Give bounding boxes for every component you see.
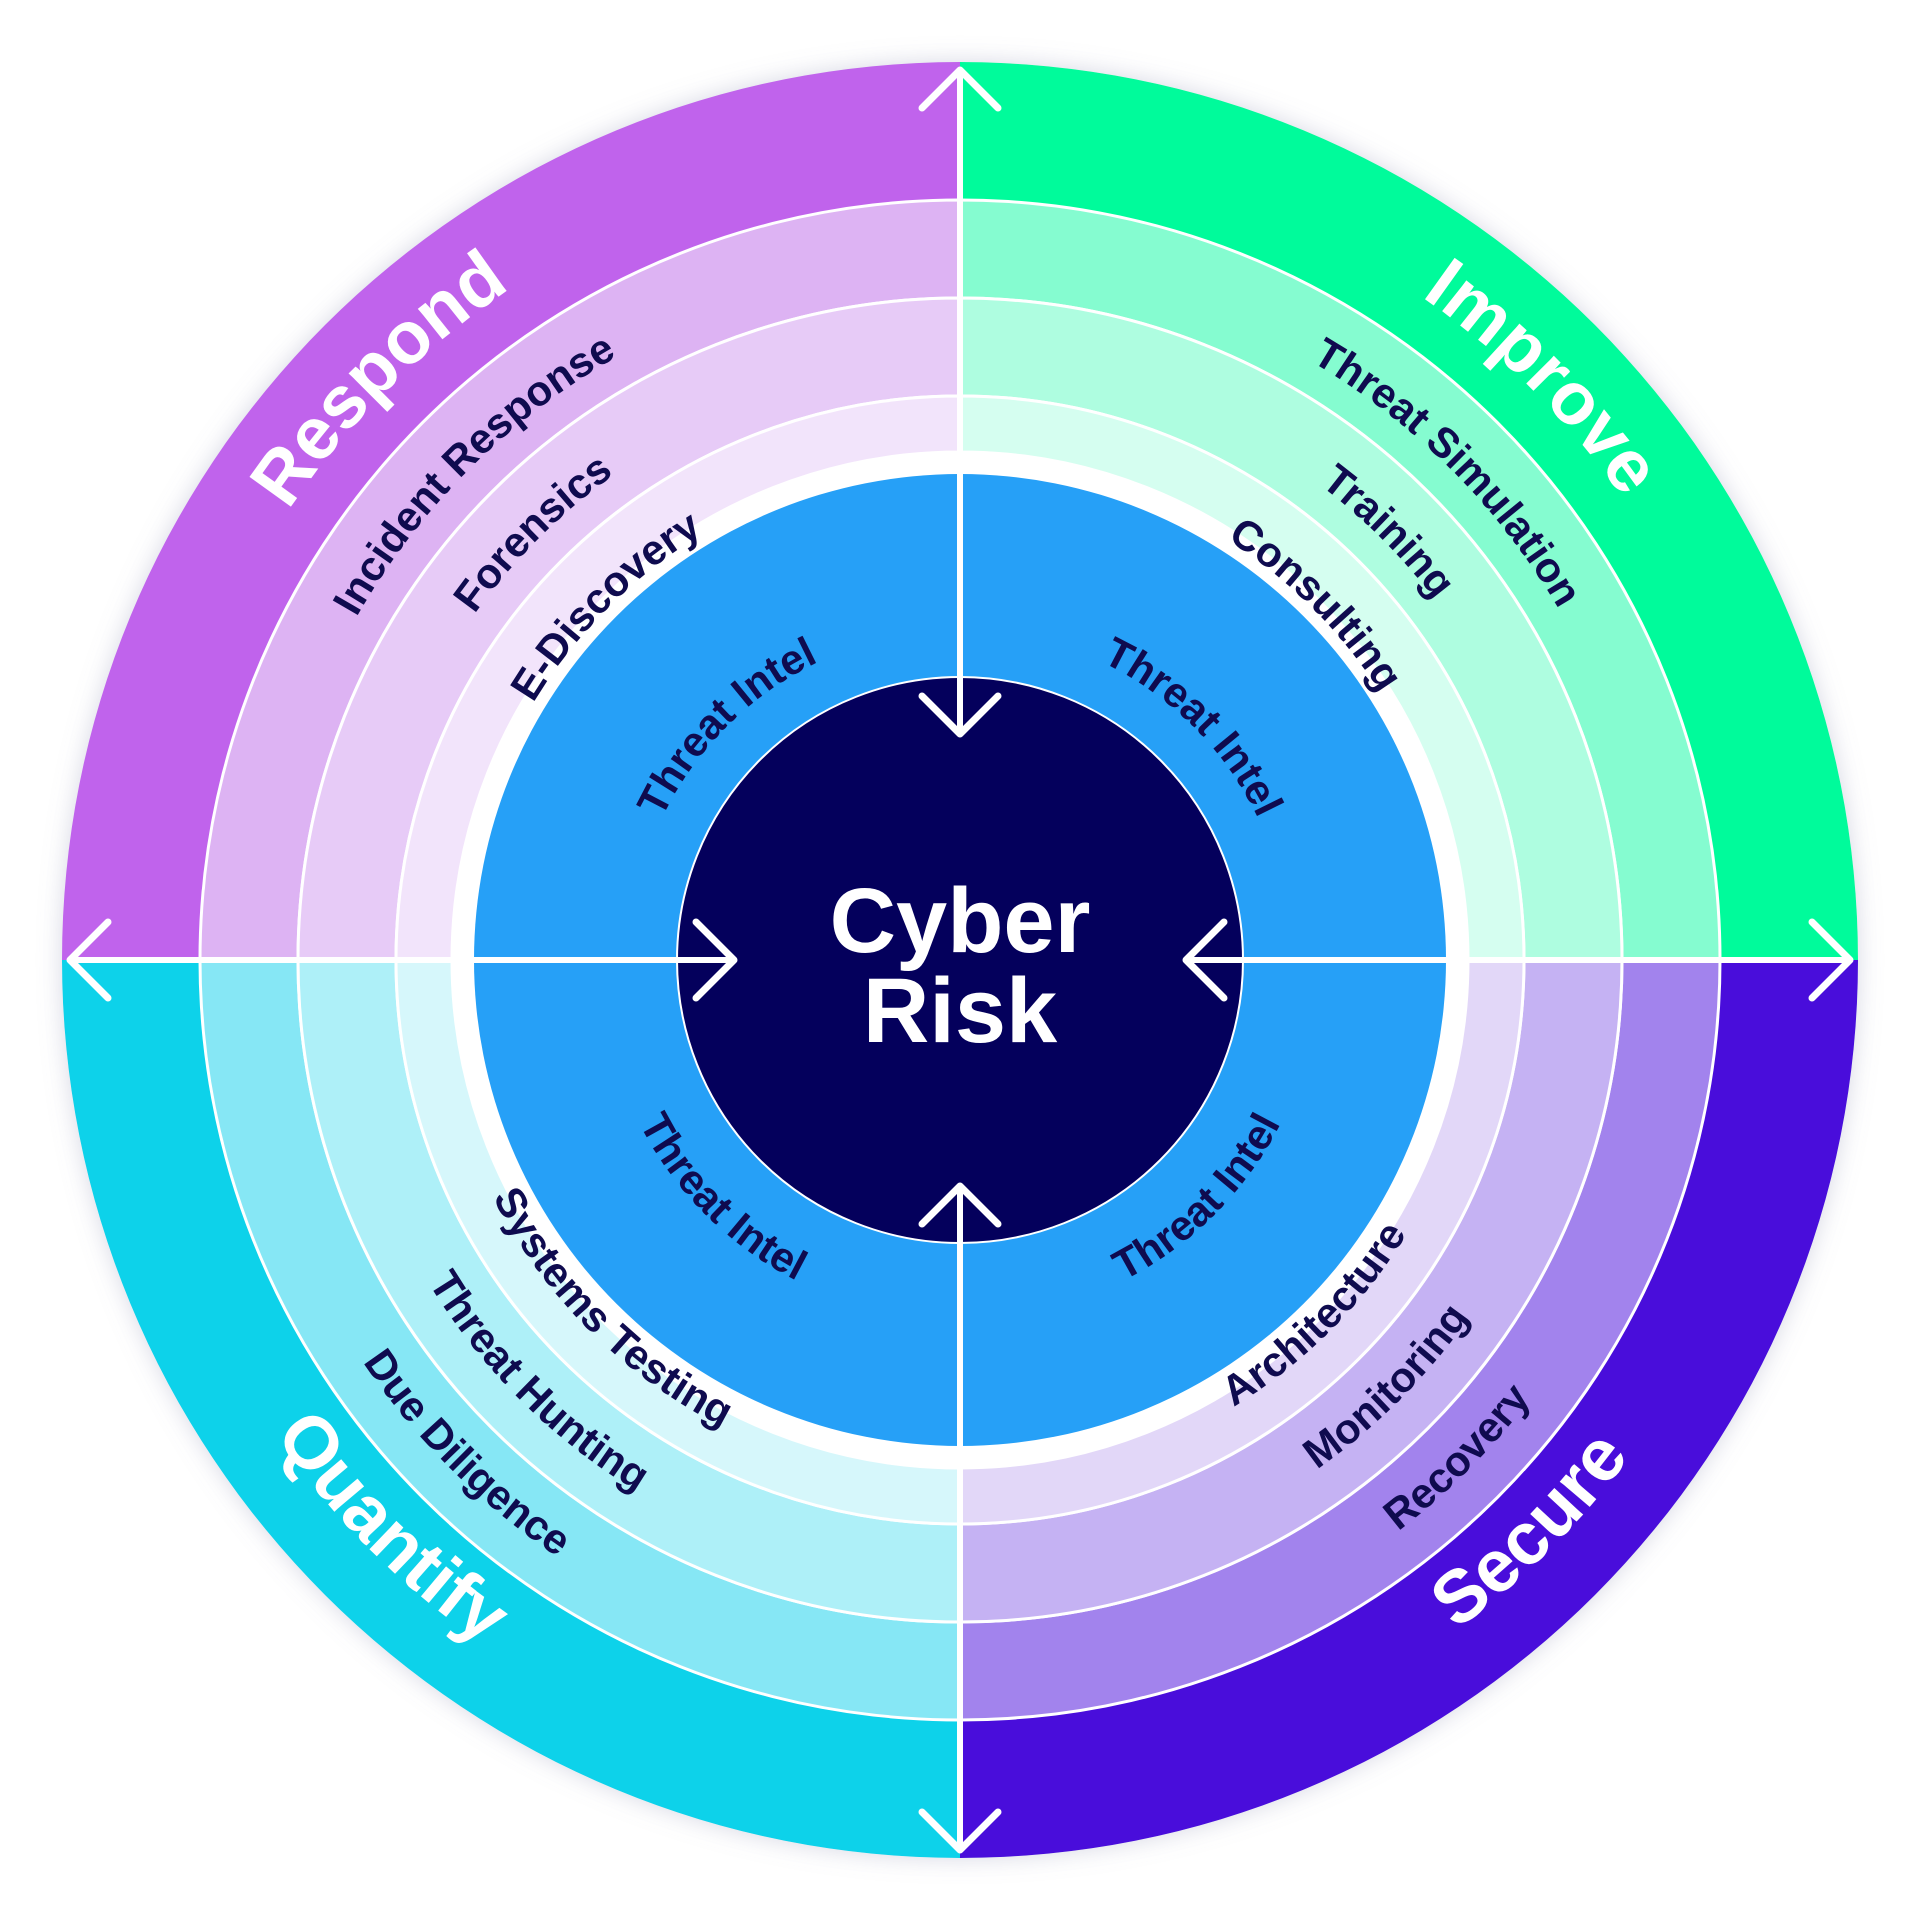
arrow-down-icon: [918, 1808, 1002, 1854]
axis-dividers: [67, 67, 1853, 1853]
secure-band-0: [960, 960, 1858, 1858]
quantify-band-0: [62, 960, 960, 1858]
arrow-right-icon: [1808, 918, 1854, 1002]
center-title-line1: Cyber: [830, 870, 1091, 972]
arrow-into-center-icon: [918, 692, 1002, 738]
quadrant-sectors: [62, 62, 1858, 1858]
respond-band-0: [62, 62, 960, 960]
axis-arrows: [66, 66, 1854, 1854]
arrow-left-icon: [66, 918, 112, 1002]
improve-band-0: [960, 62, 1858, 960]
arrow-up-icon: [918, 66, 1002, 112]
arrow-into-center-icon: [1182, 918, 1228, 1002]
arrow-into-center-icon: [692, 918, 738, 1002]
center-title-line2: Risk: [863, 960, 1058, 1062]
arrow-into-center-icon: [918, 1182, 1002, 1228]
